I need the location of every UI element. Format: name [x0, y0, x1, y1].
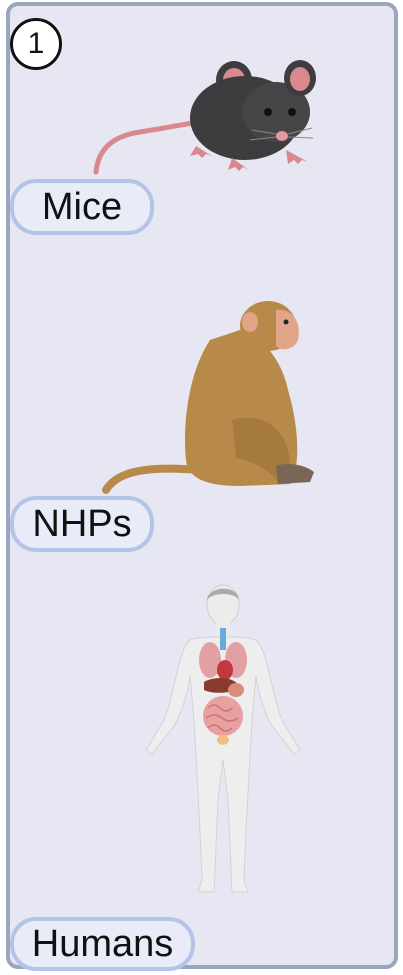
nhps-label: NHPs	[10, 496, 154, 552]
human-anatomy-icon	[0, 585, 403, 905]
humans-label: Humans	[10, 917, 195, 971]
mice-label: Mice	[10, 179, 154, 235]
